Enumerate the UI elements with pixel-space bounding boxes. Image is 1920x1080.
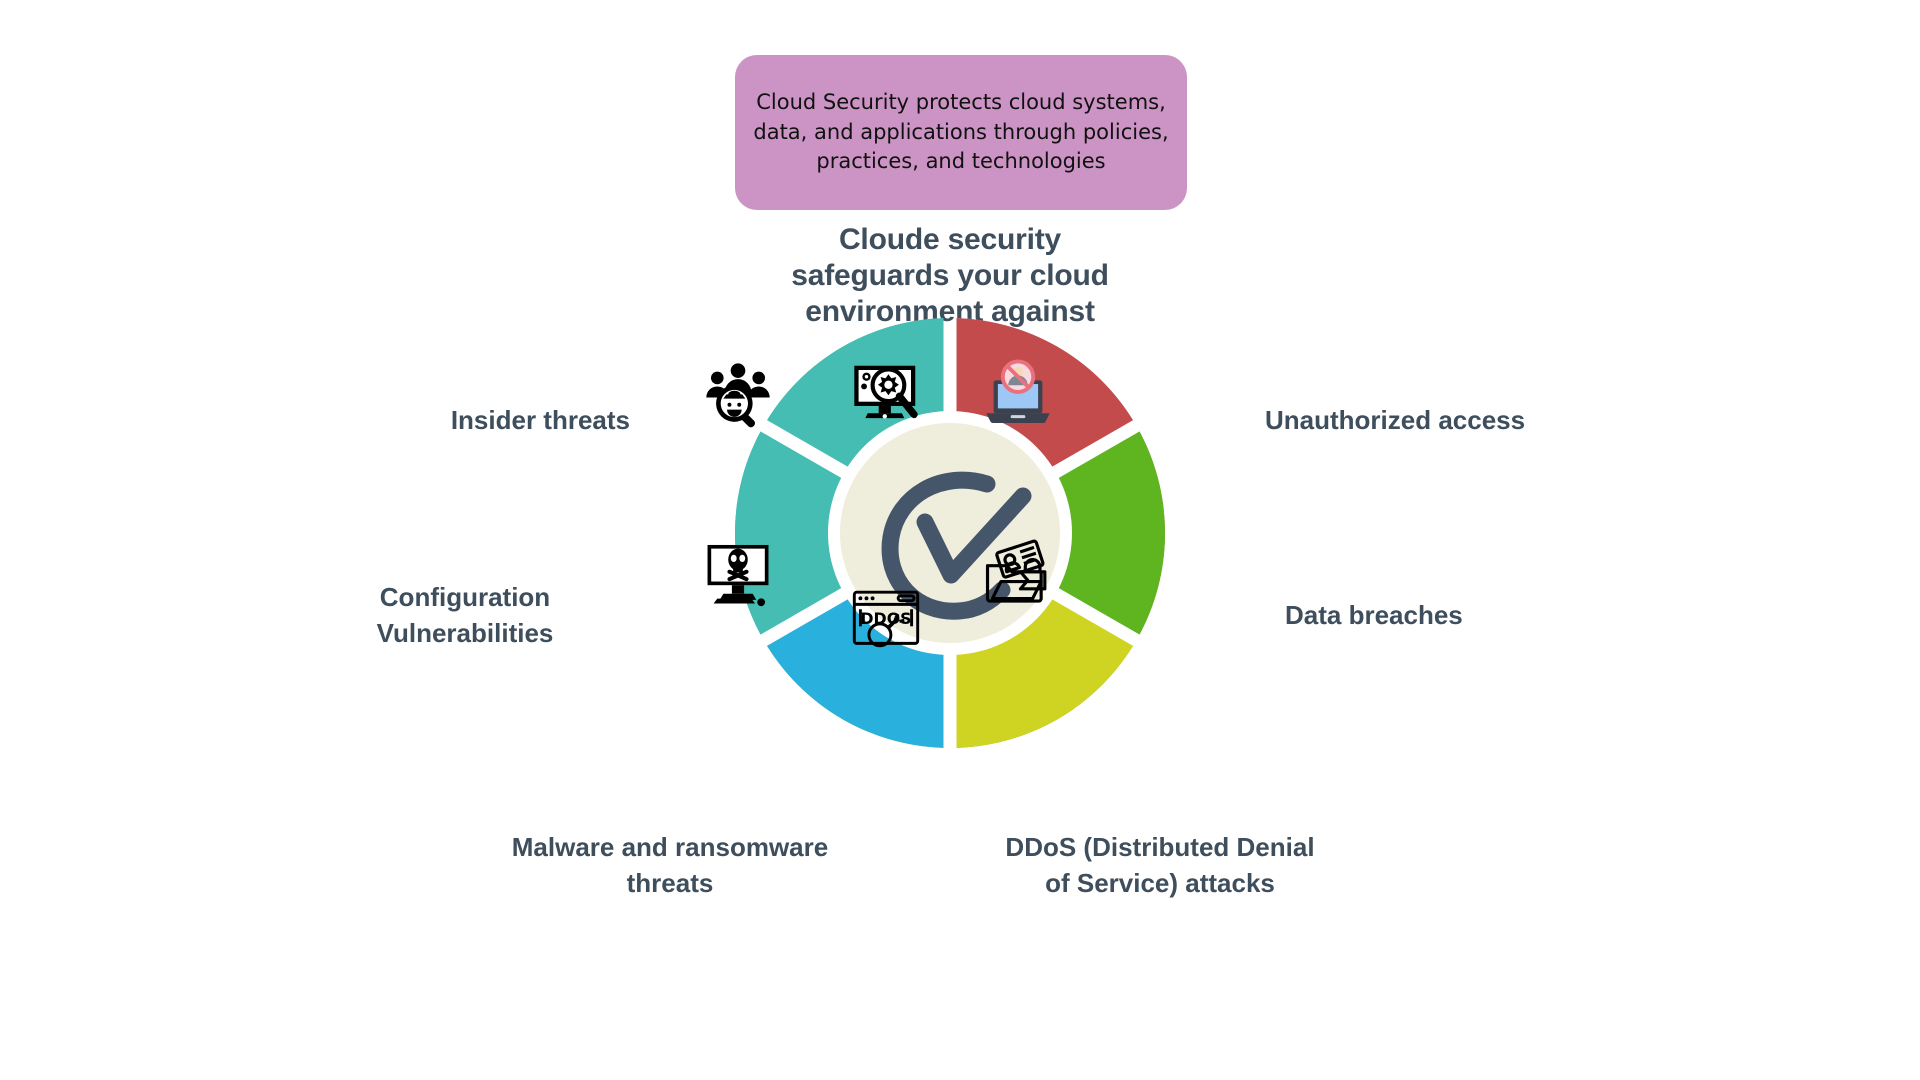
callout-text: Cloud Security protects cloud systems, d…: [753, 90, 1169, 174]
label-insider-threats[interactable]: Insider threats: [450, 405, 630, 435]
label-configuration-vulnerabilities[interactable]: Configuration Vulnerabilities: [376, 582, 554, 648]
laptop-blocked-user-icon: [979, 356, 1057, 434]
people-spy-magnifier-icon: [699, 356, 777, 434]
monitor-skull-icon: [699, 534, 777, 612]
c-checkmark-logo: [881, 471, 1032, 620]
threat-wheel: DDOS: [706, 317, 1166, 749]
label-data-breaches[interactable]: Data breaches: [1285, 600, 1463, 630]
ddos-browser-bomb-icon: DDOS: [847, 580, 925, 658]
page-title: Cloude security safeguards your cloud en…: [791, 223, 1109, 328]
svg-text:DDOS: DDOS: [860, 609, 911, 628]
id-card-broken-lock-icon: [979, 534, 1057, 612]
monitor-gear-magnifier-icon: [847, 356, 925, 434]
label-ddos-attacks[interactable]: DDoS (Distributed Denial of Service) att…: [1005, 832, 1315, 898]
label-malware-ransomware[interactable]: Malware and ransomware threats: [511, 832, 829, 898]
label-unauthorized-access[interactable]: Unauthorized access: [1265, 405, 1526, 435]
cloud-security-definition-callout: Cloud Security protects cloud systems, d…: [735, 55, 1187, 210]
